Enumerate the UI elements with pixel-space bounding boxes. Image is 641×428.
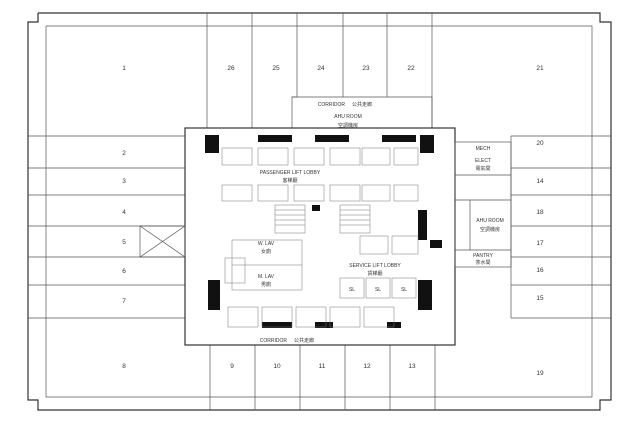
- unit-3-label: 3: [122, 178, 126, 185]
- unit-15-label: 15: [536, 295, 544, 302]
- unit-6-label: 6: [122, 268, 126, 275]
- sl-label-1: SL: [349, 287, 355, 293]
- pantry-cn-label: 茶水間: [475, 259, 490, 266]
- unit-26-label: 26: [227, 65, 235, 72]
- w-lav-cn-label: 女廁: [261, 248, 271, 255]
- unit-10-label: 10: [273, 363, 281, 370]
- structural-columns: [205, 135, 442, 328]
- unit-5-label: 5: [122, 239, 126, 246]
- m-lav-cn-label: 男廁: [261, 281, 271, 288]
- pantry-label: PANTRY: [473, 253, 493, 259]
- passenger-lobby-label: PASSENGER LIFT LOBBY: [260, 170, 321, 176]
- m-lav-label: M. LAV: [258, 274, 275, 280]
- unit-13-label: 13: [408, 363, 416, 370]
- building-outline: [27, 12, 612, 411]
- right-partitions: [510, 135, 611, 319]
- unit-7-label: 7: [122, 298, 126, 305]
- ahu-right-cn-label: 空調機房: [480, 226, 500, 233]
- bottom-partitions: [209, 345, 436, 410]
- unit-8-label: 8: [122, 363, 126, 370]
- top-partitions: [206, 13, 433, 128]
- unit-1-label: 1: [122, 65, 126, 72]
- unit-17-label: 17: [536, 240, 544, 247]
- sl-label-3: SL: [401, 287, 407, 293]
- unit-2-label: 2: [122, 150, 126, 157]
- unit-19-label: 19: [536, 370, 544, 377]
- unit-24-label: 24: [317, 65, 325, 72]
- unit-16-label: 16: [536, 267, 544, 274]
- unit-18-label: 18: [536, 209, 544, 216]
- corridor-top-cn-label: 公共走廊: [352, 101, 372, 108]
- unit-4-label: 4: [122, 209, 126, 216]
- mech-label: MECH: [476, 146, 491, 152]
- unit-9-label: 9: [230, 363, 234, 370]
- unit-22-label: 22: [407, 65, 415, 72]
- elect-cn-label: 電氣間: [475, 165, 490, 172]
- core: [184, 127, 512, 346]
- corridor-bottom-label: CORRIDOR: [260, 338, 288, 344]
- service-lifts: [339, 235, 419, 299]
- unit-21-label: 21: [536, 65, 544, 72]
- unit-12-label: 12: [363, 363, 371, 370]
- ahu-right-label: AHU ROOM: [476, 218, 504, 224]
- unit-25-label: 25: [272, 65, 280, 72]
- unit-20-label: 20: [536, 140, 544, 147]
- corridor-bottom-cn-label: 公共走廊: [294, 337, 314, 344]
- unit-23-label: 23: [362, 65, 370, 72]
- passenger-lifts: [221, 147, 419, 202]
- sl-label-2: SL: [375, 287, 381, 293]
- bottom-lifts: [227, 306, 395, 328]
- w-lav-label: W. LAV: [258, 241, 275, 247]
- unit-11-label: 11: [319, 363, 326, 370]
- elect-label: ELECT: [475, 158, 491, 164]
- ahu-room-label: AHU ROOM: [334, 114, 362, 120]
- ahu-room-cn-label: 空調機房: [338, 122, 358, 129]
- toilets-stairs: [224, 204, 371, 291]
- service-lobby-cn-label: 貨梯廳: [367, 270, 382, 277]
- left-partitions: [28, 128, 186, 345]
- service-lobby-label: SERVICE LIFT LOBBY: [349, 263, 401, 269]
- passenger-lobby-cn-label: 客梯廳: [282, 177, 297, 184]
- corridor-top-label: CORRIDOR: [318, 102, 346, 108]
- unit-14-label: 14: [536, 178, 544, 185]
- void-cross: [139, 225, 186, 258]
